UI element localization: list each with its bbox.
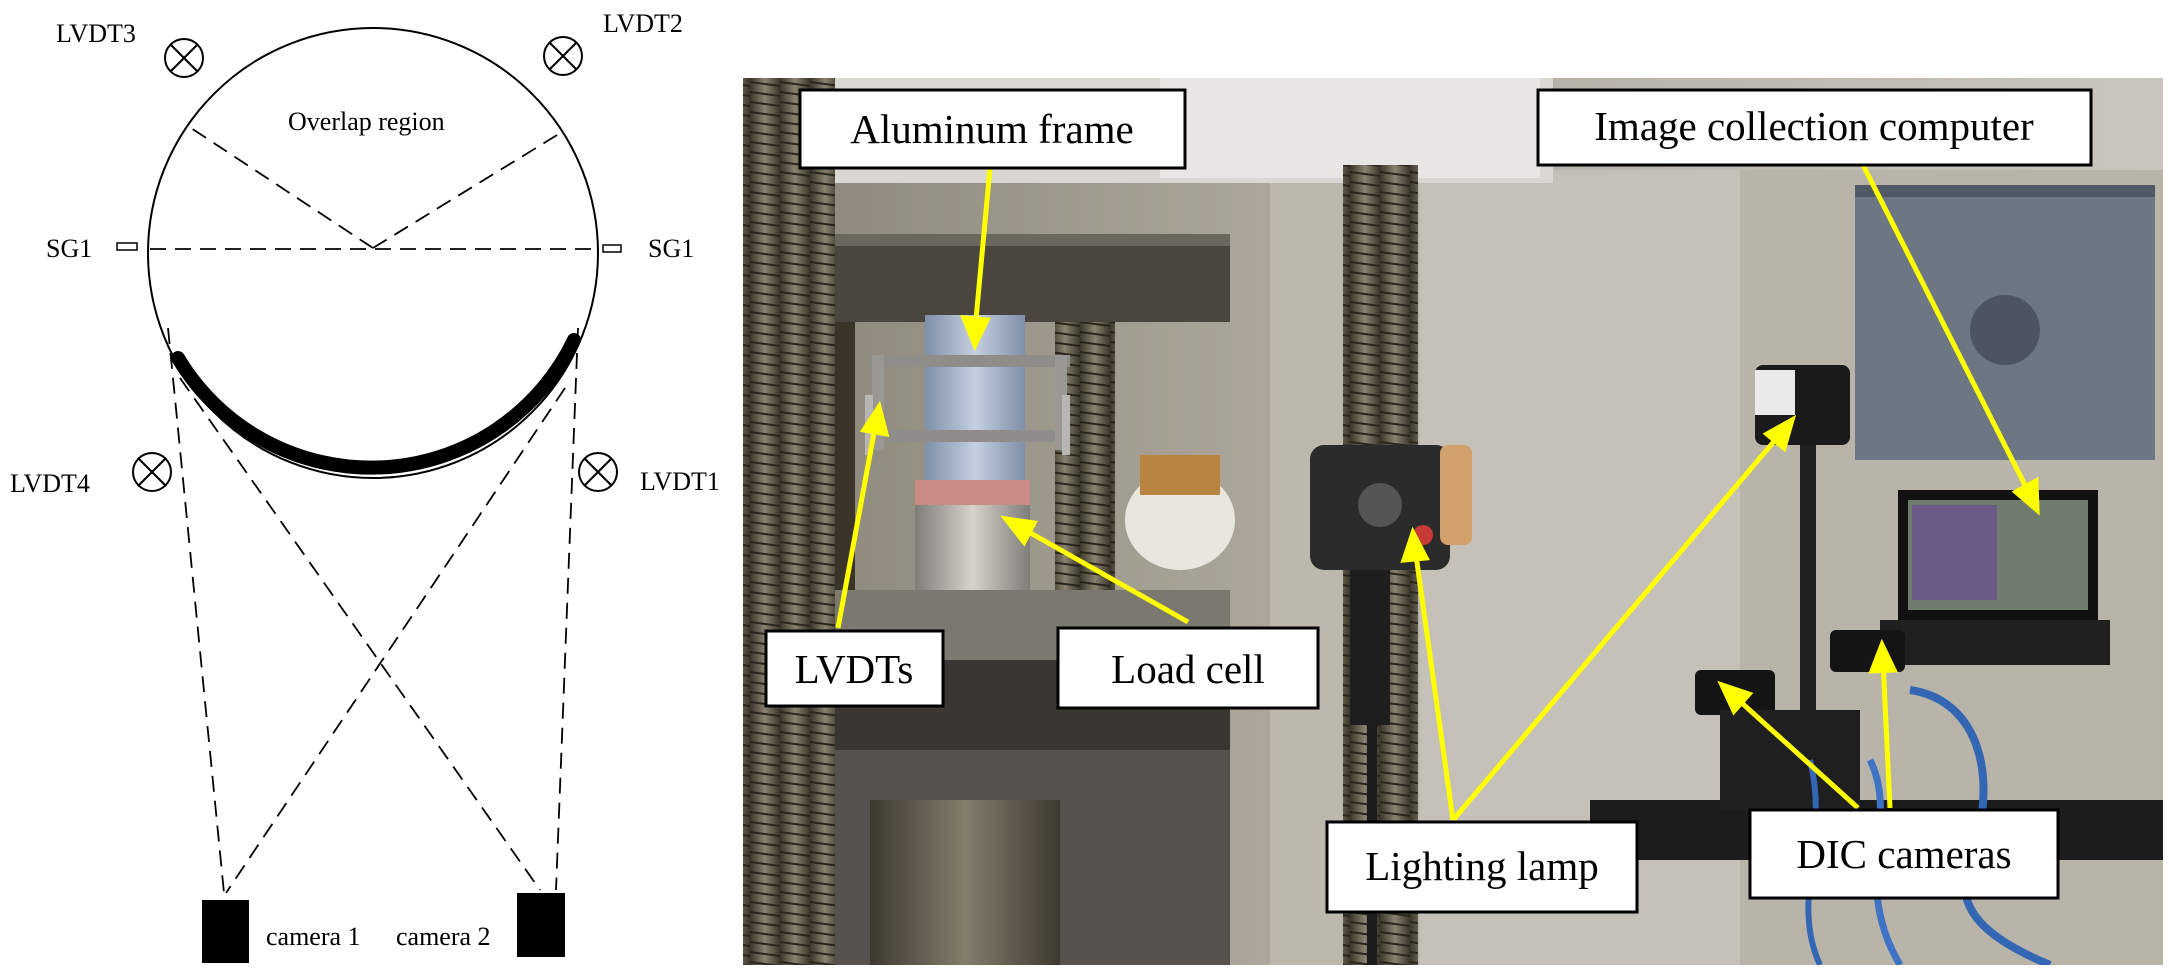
lvdt1-label: LVDT1 <box>640 467 720 496</box>
lvdt1-symbol-icon <box>578 452 618 492</box>
camera1-icon <box>202 900 249 963</box>
image-computer-box <box>1536 88 2093 167</box>
lvdt4-label: LVDT4 <box>10 469 90 498</box>
dic-measured-arc <box>171 333 581 475</box>
aluminum-frame-label: Aluminum frame <box>850 106 1134 152</box>
lvdt3-symbol-icon <box>164 38 204 78</box>
callout-boxes <box>764 88 2093 914</box>
overlap-region-label: Overlap region <box>288 107 445 136</box>
lvdt4-symbol-icon <box>132 452 172 492</box>
schematic-panel: LVDT3 LVDT2 LVDT4 LVDT1 SG1 SG1 Overlap … <box>10 9 720 963</box>
callout-arrows <box>835 161 2040 822</box>
camera2-label: camera 2 <box>396 922 491 951</box>
aluminum-frame-box <box>798 88 1187 170</box>
load-cell-box <box>1056 626 1320 710</box>
camera2-icon <box>517 893 565 957</box>
photo-panel: Aluminum frame Image collection computer… <box>743 78 2163 965</box>
camera-sight-lines <box>167 327 579 894</box>
dic-cameras-box <box>1748 808 2060 900</box>
sg1-right-label: SG1 <box>648 234 694 263</box>
lighting-lamp-label: Lighting lamp <box>1365 843 1598 889</box>
lvdt3-label: LVDT3 <box>56 19 136 48</box>
sg1-left-label: SG1 <box>46 234 92 263</box>
lvdt2-label: LVDT2 <box>603 9 683 38</box>
lvdt2-symbol-icon <box>543 36 583 76</box>
strain-gauge-right-icon <box>602 244 622 253</box>
lighting-lamp-box <box>1325 820 1639 914</box>
specimen-circle <box>147 27 599 479</box>
camera1-label: camera 1 <box>266 922 361 951</box>
image-computer-label: Image collection computer <box>1594 103 2034 149</box>
dic-cameras-label: DIC cameras <box>1796 831 2011 877</box>
lvdts-box <box>764 629 945 708</box>
lvdts-label: LVDTs <box>795 646 914 692</box>
strain-gauge-left-icon <box>116 242 138 251</box>
load-cell-label: Load cell <box>1111 646 1265 692</box>
overlap-sector-lines <box>150 125 596 250</box>
